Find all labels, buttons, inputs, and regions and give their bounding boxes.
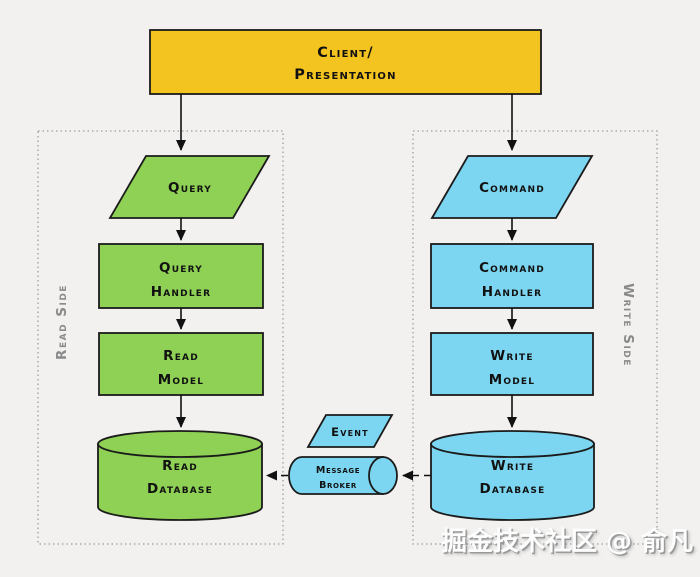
read-model-shape [98, 332, 264, 396]
read-model-box: Read Model [98, 332, 264, 396]
command-shape [430, 155, 594, 219]
write-db-line1: Write [491, 458, 534, 474]
client-label-line1: Client/ [317, 45, 373, 61]
command-parallelogram: Command [430, 155, 594, 219]
read-model-line2: Model [158, 372, 204, 388]
write-side-label: Write Side [620, 283, 636, 367]
write-model-box: Write Model [430, 332, 594, 396]
client-presentation-box: Client/ Presentation [149, 29, 542, 95]
read-db-line1: Read [162, 458, 198, 474]
broker-end-cap [368, 456, 398, 495]
query-handler-line1: Query [159, 260, 203, 276]
write-model-shape [430, 332, 594, 396]
write-model-line1: Write [490, 348, 533, 364]
read-db-body [97, 443, 263, 521]
client-label-line2: Presentation [294, 67, 396, 83]
read-database-cylinder: Read Database [97, 430, 263, 521]
query-shape [108, 155, 271, 219]
query-label: Query [168, 180, 212, 196]
query-handler-box: Query Handler [98, 243, 264, 309]
client-box-shape [149, 29, 542, 95]
write-db-line2: Database [480, 481, 546, 497]
query-handler-line2: Handler [151, 284, 211, 300]
message-broker-cylinder: Message Broker [288, 456, 398, 495]
query-handler-shape [98, 243, 264, 309]
write-side-container [412, 130, 658, 545]
query-parallelogram: Query [108, 155, 271, 219]
watermark: 掘金技术社区 @ 俞凡 [441, 527, 694, 557]
broker-line2: Broker [319, 480, 357, 491]
event-label: Event [331, 425, 369, 439]
read-db-line2: Database [147, 481, 213, 497]
command-label: Command [479, 180, 545, 196]
read-model-line1: Read [163, 348, 199, 364]
event-parallelogram: Event [306, 414, 394, 448]
command-handler-box: Command Handler [430, 243, 594, 309]
write-db-top [430, 430, 595, 458]
command-handler-line2: Handler [482, 284, 542, 300]
write-database-cylinder: Write Database [430, 430, 595, 521]
command-handler-line1: Command [479, 260, 545, 276]
write-model-line2: Model [489, 372, 535, 388]
read-db-top [97, 430, 263, 458]
read-side-container [37, 130, 284, 545]
event-shape [306, 414, 394, 448]
broker-body [288, 456, 384, 495]
write-db-body [430, 443, 595, 521]
broker-line1: Message [316, 465, 360, 476]
read-side-label: Read Side [54, 284, 70, 360]
